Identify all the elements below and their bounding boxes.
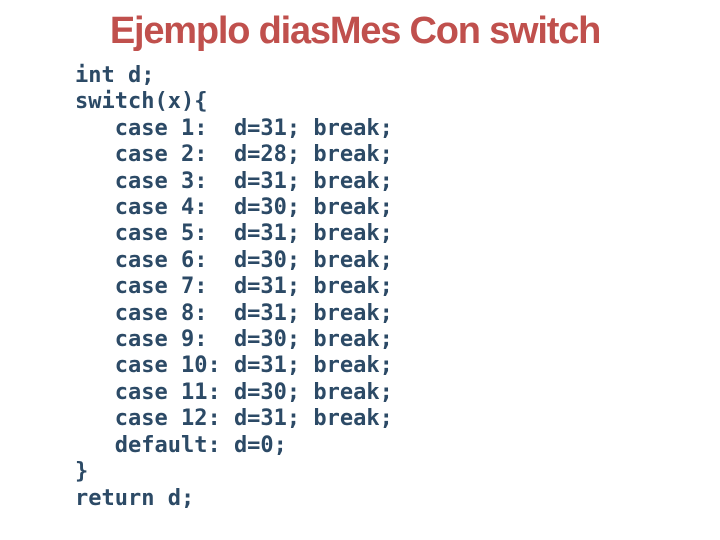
code-line: case 8: d=31; break; (75, 300, 393, 326)
code-line: switch(x){ (75, 89, 208, 115)
code-line: } (75, 459, 89, 485)
code-line: case 12: d=31; break; (75, 406, 393, 432)
code-line: case 7: d=31; break; (75, 274, 393, 300)
code-line: case 2: d=28; break; (75, 142, 393, 168)
code-line: default: d=0; (75, 432, 287, 458)
code-block: int d;switch(x){ case 1: d=31; break; ca… (75, 63, 393, 512)
code-line: case 10: d=31; break; (75, 353, 393, 379)
code-line: return d; (75, 485, 195, 511)
code-line: case 3: d=31; break; (75, 168, 393, 194)
code-line: case 9: d=30; break; (75, 327, 393, 353)
slide-title: Ejemplo diasMes Con switch (109, 10, 602, 52)
code-line: case 11: d=30; break; (75, 379, 393, 405)
code-line: case 4: d=30; break; (75, 195, 393, 221)
code-line: case 5: d=31; break; (75, 221, 393, 247)
code-line: int d; (75, 63, 155, 88)
code-line: case 6: d=30; break; (75, 247, 393, 273)
code-line: case 1: d=31; break; (75, 115, 393, 141)
